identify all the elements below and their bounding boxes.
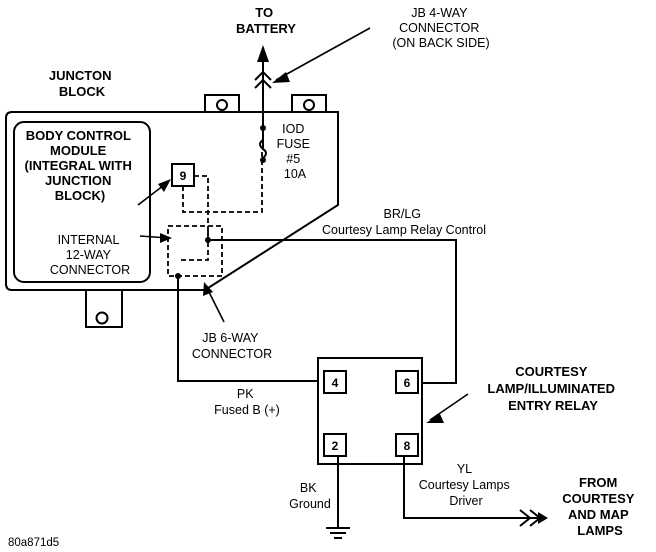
from-lamps-label: FROM COURTESY AND MAP LAMPS	[562, 475, 638, 538]
jb6-label: JB 6-WAY CONNECTOR	[192, 331, 272, 361]
junction-block-housing	[5, 94, 339, 328]
yl-label: YL Courtesy Lamps Driver	[419, 462, 514, 508]
bcm-pin-label: 9	[180, 169, 187, 183]
pk-label: PK Fused B (+)	[214, 387, 280, 417]
jb4-pointer	[275, 27, 371, 81]
figure-caption: 80a871d5	[8, 537, 59, 549]
ground-wire	[326, 456, 350, 539]
internal-12-way-connector	[167, 225, 223, 277]
internal-dashed-wire-2	[182, 150, 263, 213]
courtesy-lamp-relay: 4 6 2 8	[317, 357, 423, 465]
relay-label: COURTESY LAMP/ILLUMINATED ENTRY RELAY	[487, 364, 618, 413]
internal-connector-label: INTERNAL 12-WAY CONNECTOR	[50, 233, 130, 277]
ign-fuse-label: IOD FUSE #5 10A	[277, 122, 314, 181]
internal-dashed-wire-1	[180, 175, 209, 261]
relay-pin-6: 6	[404, 376, 411, 390]
relay-pin-2: 2	[332, 439, 339, 453]
bk-label: BK Ground	[289, 481, 331, 511]
yl-wire	[403, 456, 548, 527]
relay-pin-8: 8	[404, 439, 411, 453]
brlg-wire	[210, 239, 457, 384]
relay-pin-4: 4	[332, 376, 339, 390]
jb4-label: JB 4-WAY CONNECTOR (ON BACK SIDE)	[392, 6, 489, 50]
brlg-label: BR/LG Courtesy Lamp Relay Control	[322, 207, 486, 237]
bcm-label: BODY CONTROL MODULE (INTEGRAL WITH JUNCT…	[25, 128, 136, 203]
to-battery-label: TO BATTERY	[236, 5, 296, 36]
junction-block-label: JUNCTON BLOCK	[49, 68, 115, 99]
pk-wire	[177, 276, 318, 382]
relay-pointer	[429, 393, 469, 421]
battery-feed	[254, 45, 272, 163]
